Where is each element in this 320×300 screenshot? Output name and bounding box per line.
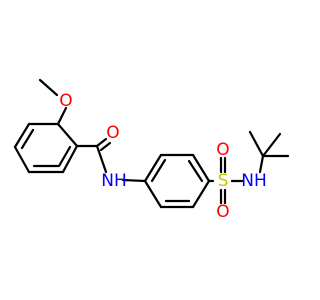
amide-nitrogen-label: NH [101,171,127,191]
bond-tbutyl-methyl [261,132,282,158]
atom-labels: O O NH S O O NH [59,91,266,222]
bond-ring2 [143,179,163,209]
bond-nitrogen-ring2 [121,178,147,183]
bond-ring1 [13,122,31,149]
molecule-structure: O O NH S O O NH [13,78,290,222]
bond-ring1 [13,145,31,174]
sulfur-label: S [218,171,229,191]
bond-ring2 [191,179,211,209]
sulfonyl-oxygen-top-label: O [216,140,229,160]
sulfonyl-oxygen-bottom-label: O [216,202,229,222]
bond-nitrogen-tbutyl [258,154,265,174]
methoxy-oxygen-label: O [59,91,72,111]
bond-carbonyl-nitrogen [95,144,108,174]
bond-ring2 [143,153,163,183]
bond-ring1-double [57,145,72,168]
bond-carbonyl-double [95,137,108,148]
bond-ring2 [191,153,211,183]
sulfonamide-nitrogen-label: NH [241,171,267,191]
bond-ring1 [61,144,79,174]
bond-tbutyl-methyl [248,130,265,158]
bond-carbonyl-double [99,141,112,152]
bond-ring1 [56,122,79,148]
bond-oxygen-ring [56,106,68,126]
bond-methyl-oxygen [38,78,59,97]
bond-ring2-double [187,159,204,183]
carbonyl-oxygen-label: O [106,123,119,143]
bonds [13,78,290,209]
bond-ring1-double [20,128,35,150]
bond-ring2-double [150,158,167,183]
